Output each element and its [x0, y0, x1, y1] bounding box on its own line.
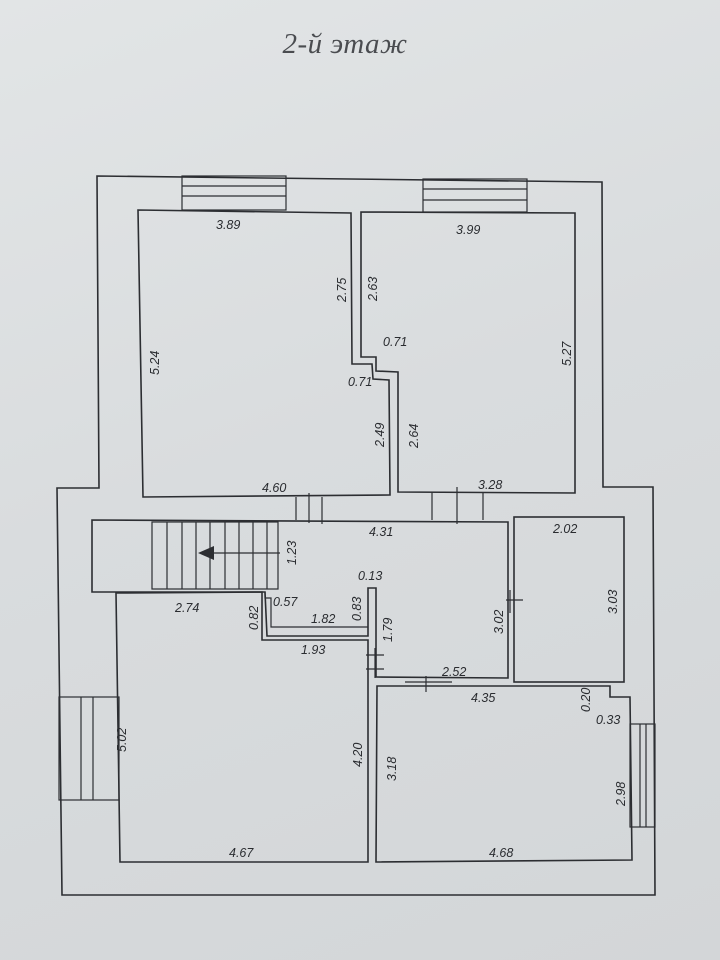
- window-left: [58, 696, 120, 801]
- dim-hall-e: 1.79: [381, 618, 395, 642]
- dim-r4-notch: 0.82: [247, 606, 261, 630]
- outer-wall: [56, 175, 656, 896]
- dim-r2-bottom: 3.28: [478, 478, 502, 492]
- dim-hall-top: 4.31: [369, 525, 393, 539]
- room-2: [360, 211, 576, 494]
- dim-r4-ledge: 1.93: [301, 643, 325, 657]
- dim-r2-left-lower: 2.64: [407, 424, 421, 449]
- window-right: [629, 723, 656, 828]
- door-room-5: [405, 676, 452, 692]
- door-room-1: [295, 493, 323, 524]
- dim-r5-left: 3.18: [385, 757, 399, 781]
- dim-r3-right: 3.03: [606, 590, 620, 614]
- room-1: [137, 209, 391, 498]
- room-4: [115, 591, 369, 863]
- dim-r1-right-lower: 2.49: [373, 423, 387, 448]
- dim-hall-b: 0.57: [273, 595, 298, 609]
- dim-r1-left: 5.24: [148, 351, 162, 375]
- window-top-left: [181, 175, 287, 211]
- room-5: [375, 685, 633, 863]
- dim-hall-right: 3.02: [492, 610, 506, 634]
- door-room-3: [506, 590, 523, 613]
- staircase: [151, 521, 280, 590]
- dim-hall-stair: 1.23: [285, 541, 299, 565]
- hall: [91, 519, 509, 679]
- dim-hall-c: 1.82: [311, 612, 335, 626]
- dim-hall-d: 0.83: [350, 597, 364, 621]
- hall-partition: [264, 592, 368, 628]
- door-room-4: [366, 648, 384, 678]
- dim-r2-left-upper: 2.63: [366, 277, 380, 302]
- dim-r5-b: 0.33: [596, 713, 620, 727]
- dim-hall-bottom: 2.52: [441, 665, 466, 679]
- dim-r4-top: 2.74: [174, 601, 199, 615]
- dim-r5-bottom: 4.68: [489, 846, 513, 860]
- dim-r3-top: 2.02: [552, 522, 577, 536]
- dim-r2-right: 5.27: [560, 341, 574, 366]
- dim-r1-bottom: 4.60: [262, 481, 286, 495]
- floor-title: 2-й этаж: [282, 28, 408, 60]
- dim-r1-right-upper: 2.75: [335, 278, 349, 303]
- dim-r1-top: 3.89: [216, 218, 240, 232]
- dim-r2-notch: 0.71: [383, 335, 407, 349]
- dim-r5-a: 0.20: [579, 688, 593, 712]
- dim-r5-right: 2.98: [614, 782, 628, 807]
- dim-r1-notch: 0.71: [348, 375, 372, 389]
- dim-r4-left: 5.02: [115, 728, 129, 752]
- dim-r4-right: 4.20: [351, 743, 365, 767]
- door-room-2: [431, 487, 484, 524]
- dim-hall-a: 0.13: [358, 569, 382, 583]
- dim-r2-top: 3.99: [456, 223, 480, 237]
- dim-r5-top: 4.35: [471, 691, 495, 705]
- window-top-right: [422, 178, 528, 213]
- stair-direction-arrow-icon: [198, 546, 214, 560]
- dim-r4-bottom: 4.67: [229, 846, 254, 860]
